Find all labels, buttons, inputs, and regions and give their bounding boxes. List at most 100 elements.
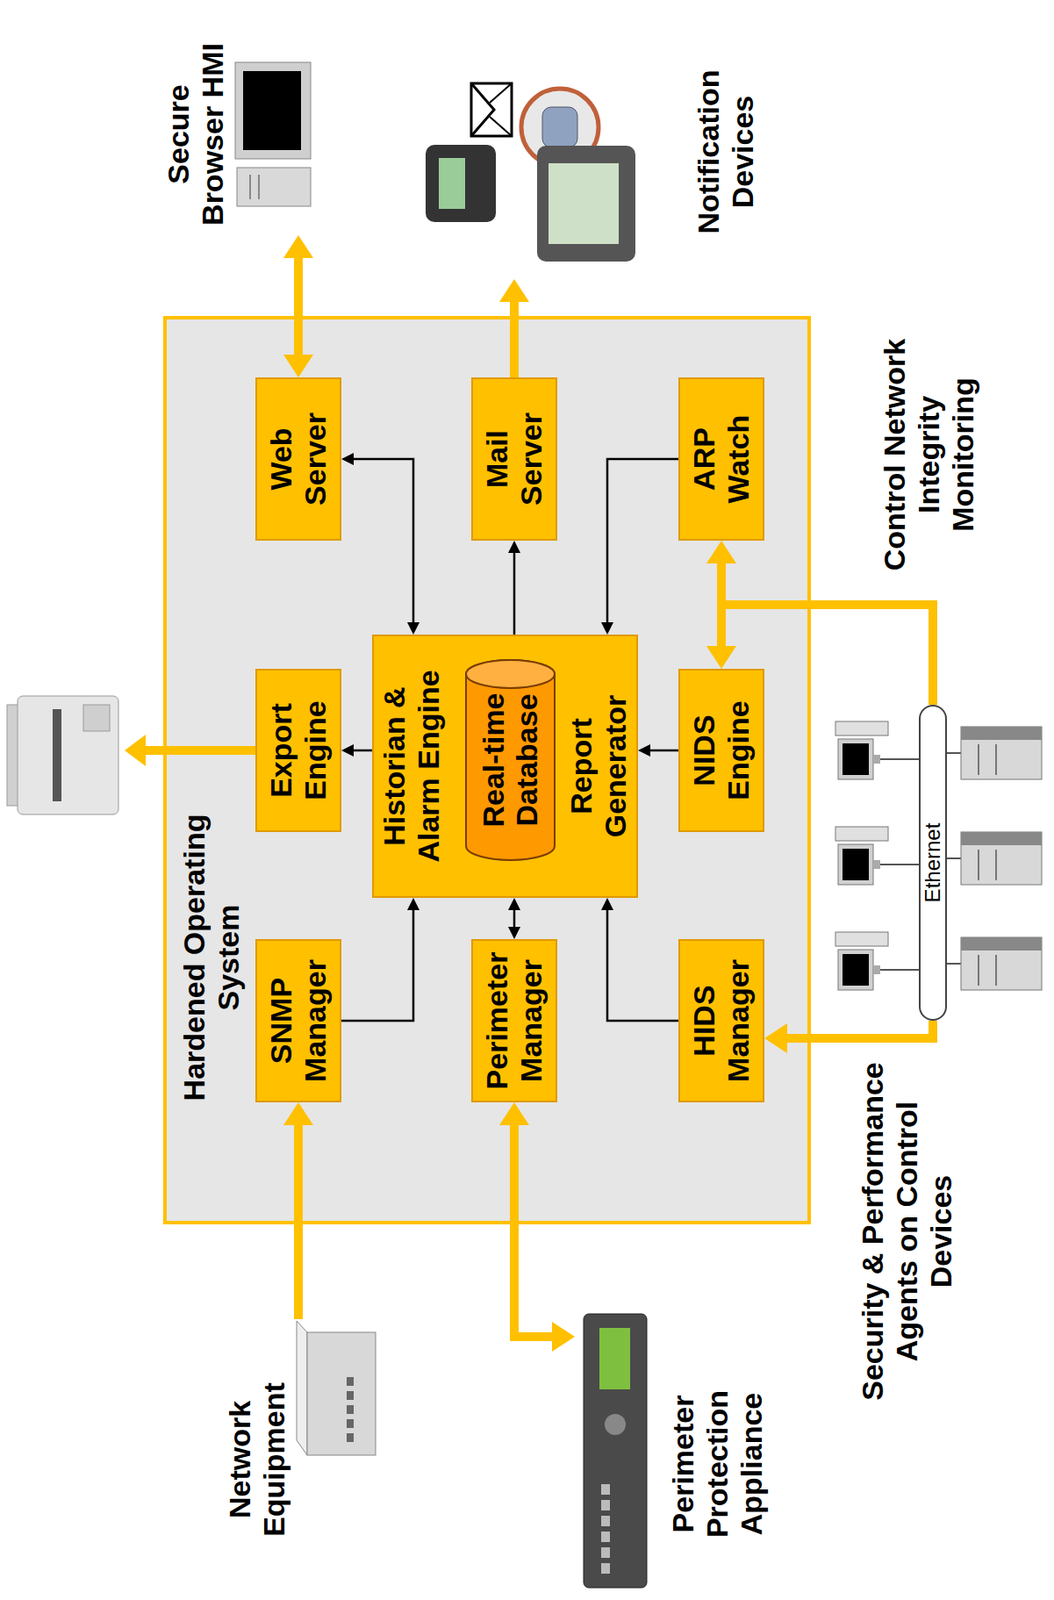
module-box: Web Server: [255, 377, 342, 541]
arrow-head: [283, 1102, 314, 1126]
network-equipment-icon: [346, 1419, 354, 1428]
annotation-text: Security & Performance Agents on Control…: [855, 1055, 959, 1407]
workstation-icon: [835, 932, 889, 947]
appliance-icon: [601, 1563, 610, 1574]
pager-icon: [425, 144, 496, 223]
data-connector: [341, 452, 420, 635]
annotation-text: Control Network Integrity Monitoring: [877, 327, 981, 582]
appliance-icon: [601, 1499, 610, 1511]
module-box: Mail Server: [471, 377, 558, 541]
hmi-device: Secure Browser HMI: [157, 33, 316, 236]
appliance-icon: [604, 1413, 626, 1435]
computer-icon: [243, 71, 302, 151]
arrow-head: [508, 926, 521, 940]
annotation: Security & Performance Agents on Control…: [855, 1055, 959, 1407]
feed-connector: [499, 1102, 575, 1352]
envelope-icon: [471, 83, 512, 137]
workstation-icon: [842, 743, 869, 775]
pda-icon: [537, 145, 636, 262]
connector-line: [353, 458, 414, 623]
appliance-icon: [601, 1547, 610, 1558]
node-label: Hardened Operating System: [177, 808, 246, 1107]
appliance-icon: [601, 1484, 610, 1495]
connector-line: [353, 749, 373, 753]
printer-icon: [52, 709, 62, 802]
connector-line: [650, 749, 679, 753]
node-label: Real-time Database: [477, 681, 544, 839]
module-box: Perimeter Manager: [471, 939, 558, 1103]
workstation-icon: [842, 953, 869, 986]
printer-icon: [83, 704, 110, 732]
feed-connector: [499, 279, 530, 378]
node-label: Perimeter Manager: [480, 949, 549, 1092]
arrow-head: [552, 1321, 575, 1352]
envelope-icon: [489, 116, 512, 137]
node-label: Notification Devices: [691, 46, 761, 258]
arrow-head: [706, 540, 737, 564]
node-label: SNMP Manager: [264, 949, 333, 1092]
phone-icon: [542, 107, 578, 148]
workstation-icon: [873, 754, 881, 764]
feed-connector: [764, 1020, 933, 1054]
node-label: Perimeter Protection Appliance: [666, 1362, 769, 1565]
network-equipment: Network Equipment: [219, 1319, 382, 1548]
node-label: NIDS Engine: [687, 679, 756, 822]
module-box: SNMP Manager: [255, 939, 342, 1103]
computer-icon: [235, 62, 311, 207]
server-icon: [977, 744, 980, 775]
node-label: Ethernet: [922, 823, 944, 904]
notification-devices: Notification Devices: [412, 24, 764, 280]
server-icon: [946, 726, 1042, 990]
printer-icon: [17, 695, 119, 815]
appliance-icon: [601, 1515, 610, 1527]
connector-line: [513, 910, 517, 927]
node-label: Historian & Alarm Engine: [377, 643, 446, 890]
export-arrow: [145, 745, 256, 755]
workstation-icon: [838, 949, 874, 990]
system-boundary: Hardened Operating System Web ServerExpor…: [163, 315, 811, 1225]
pager-icon: [438, 157, 466, 209]
appliance-icon: [599, 1327, 631, 1390]
computer-icon: [258, 174, 260, 200]
data-connector: [508, 540, 521, 635]
workstation-icon: [880, 863, 919, 866]
data-connector: [638, 744, 679, 757]
node-label: Secure Browser HMI: [161, 33, 230, 236]
node-label: Network Equipment: [222, 1371, 292, 1548]
workstation-icon: [835, 721, 889, 736]
arrow-head: [601, 622, 614, 635]
arrow-head: [508, 897, 521, 911]
connector-line: [513, 552, 517, 635]
pda-icon: [537, 145, 636, 262]
node-label: Report Generator: [564, 643, 633, 890]
feed-connector: [283, 235, 314, 378]
appliance-icon: [601, 1531, 610, 1542]
node-label: HIDS Manager: [687, 949, 756, 1092]
server-icon: [960, 937, 1042, 990]
network-equipment-icon: [346, 1390, 354, 1400]
module-box: HIDS Manager: [678, 939, 765, 1103]
arrow-head: [407, 897, 420, 911]
connector-line: [607, 910, 679, 1021]
arrow-head: [508, 540, 521, 553]
data-connector: [601, 458, 679, 635]
ethernet-bus: Ethernet: [918, 704, 947, 1021]
perimeter-appliance: Perimeter Protection Appliance: [574, 1310, 773, 1592]
workstation-icon: [842, 848, 869, 881]
workstation-icon: [873, 965, 881, 975]
server-icon: [977, 849, 980, 881]
workstation-icon: [880, 968, 919, 971]
node-label: ARP Watch: [687, 387, 756, 531]
database-cylinder: Real-time Database: [464, 658, 557, 862]
server-icon: [995, 954, 997, 986]
arrow-head: [283, 354, 314, 378]
envelope-icon: [471, 83, 495, 137]
module-box: Export Engine: [255, 668, 342, 832]
workstation-icon: [880, 758, 919, 761]
envelope-icon: [489, 83, 512, 103]
data-connector: [601, 897, 679, 1021]
computer-icon: [249, 174, 251, 200]
server-icon: [946, 857, 961, 860]
network-equipment-icon: [296, 1320, 308, 1456]
cylinder-body: [466, 659, 555, 861]
